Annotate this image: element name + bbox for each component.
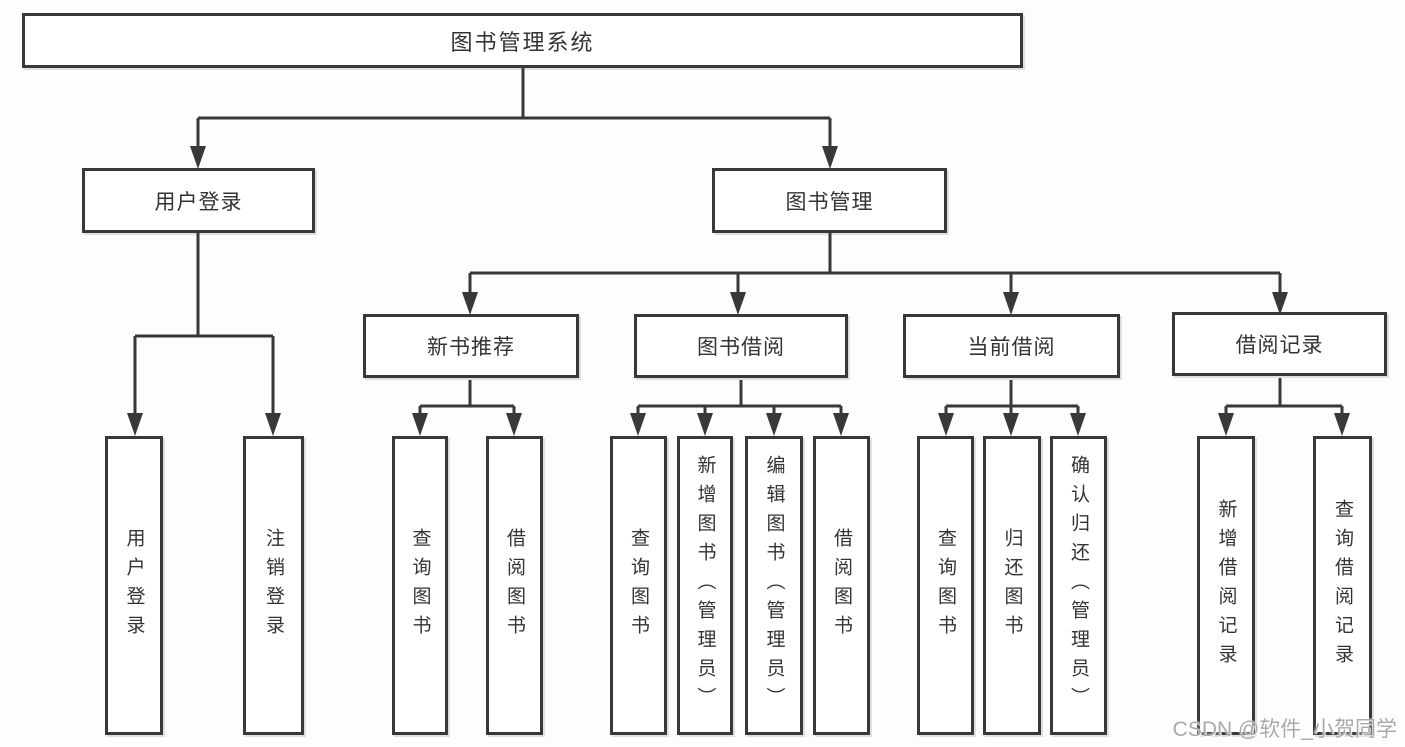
node-book-management: 图书管理 <box>712 168 947 233</box>
node-label: 新书推荐 <box>427 336 515 359</box>
node-label: 查询借阅记录 <box>1332 498 1353 673</box>
node-label: 新增借阅记录 <box>1215 498 1237 673</box>
node-book-borrowing: 图书借阅 <box>634 314 848 378</box>
leaf-user-login: 用户登录 <box>105 436 163 735</box>
arrowhead-icons <box>127 146 1350 436</box>
node-library-management-system: 图书管理系统 <box>22 13 1023 68</box>
leaf-add-borrow-record: 新增借阅记录 <box>1197 436 1255 735</box>
leaf-return-books: 归还图书 <box>983 436 1041 735</box>
leaf-logout: 注销登录 <box>243 436 304 735</box>
leaf-confirm-return-admin: 确认归还（管理员） <box>1050 436 1107 735</box>
node-new-book-recommend: 新书推荐 <box>363 314 579 378</box>
node-current-borrowing: 当前借阅 <box>903 314 1120 378</box>
node-label: 查询图书 <box>628 527 649 644</box>
node-label: 查询图书 <box>935 527 956 644</box>
node-label: 借阅图书 <box>504 527 525 644</box>
node-label: 编辑图书（管理员） <box>763 455 785 716</box>
csdn-watermark: CSDN @软件_小贺同学 <box>1172 718 1397 741</box>
node-label: 图书借阅 <box>697 336 785 359</box>
node-label: 注销登录 <box>263 527 284 644</box>
node-label: 借阅图书 <box>831 527 852 644</box>
node-label: 查询图书 <box>409 527 431 644</box>
node-label: 用户登录 <box>154 190 243 214</box>
leaf-query-books-recommend: 查询图书 <box>392 436 448 735</box>
node-borrow-records: 借阅记录 <box>1172 312 1387 376</box>
node-label: 用户登录 <box>123 527 145 644</box>
node-label: 归还图书 <box>1001 527 1023 644</box>
node-label: 图书管理 <box>785 190 874 214</box>
leaf-borrow-books: 借阅图书 <box>813 436 870 735</box>
leaf-query-books-current: 查询图书 <box>917 436 974 735</box>
node-label: 新增图书（管理员） <box>694 455 716 716</box>
leaf-edit-books-admin: 编辑图书（管理员） <box>745 436 803 735</box>
leaf-borrow-books-recommend: 借阅图书 <box>486 436 543 735</box>
node-label: 图书管理系统 <box>450 29 595 55</box>
leaf-query-borrow-record: 查询借阅记录 <box>1313 436 1372 735</box>
leaf-query-books-borrowing: 查询图书 <box>610 436 667 735</box>
node-label: 确认归还（管理员） <box>1068 455 1089 716</box>
leaf-add-books-admin: 新增图书（管理员） <box>677 436 733 735</box>
node-user-login: 用户登录 <box>82 168 315 233</box>
node-label: 借阅记录 <box>1235 334 1324 357</box>
node-label: 当前借阅 <box>967 336 1056 359</box>
